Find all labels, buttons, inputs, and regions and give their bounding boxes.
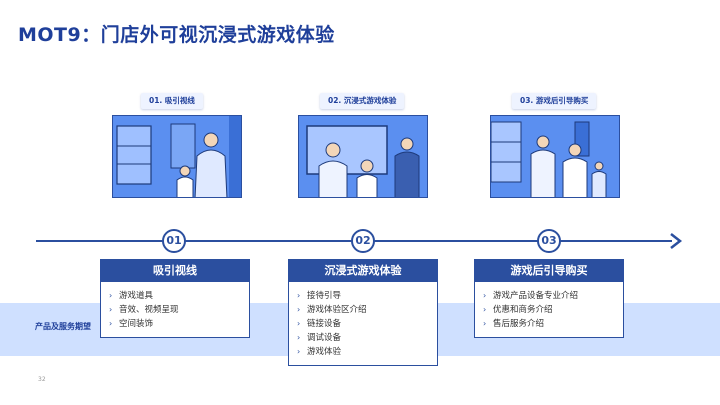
illustration-immersive (298, 115, 428, 198)
page-title: MOT9：门店外可视沉浸式游戏体验 (18, 24, 335, 46)
list-item: ›空间装饰 (109, 319, 154, 329)
illustration-purchase (490, 115, 620, 198)
list-item: ›游戏体验 (297, 347, 342, 357)
list-item: ›游戏体验区介绍 (297, 305, 367, 315)
stage-heading: 沉浸式游戏体验 (289, 260, 437, 282)
chevron-right-icon: › (483, 291, 487, 300)
chevron-right-icon: › (483, 305, 487, 314)
stage-card-2: 沉浸式游戏体验 ›接待引导 ›游戏体验区介绍 ›链接设备 ›调试设备 ›游戏体验 (288, 259, 438, 366)
list-item: ›调试设备 (297, 333, 342, 343)
chevron-right-icon: › (109, 319, 113, 328)
step-number-1: 01 (162, 229, 186, 253)
step-number-3: 03 (537, 229, 561, 253)
list-item: ›售后服务介绍 (483, 319, 545, 329)
list-item: ›游戏道具 (109, 291, 154, 301)
list-item: ›链接设备 (297, 319, 342, 329)
chevron-right-icon: › (297, 319, 301, 328)
stage-tag-1: 01. 吸引视线 (141, 93, 203, 109)
stage-card-3: 游戏后引导购买 ›游戏产品设备专业介绍 ›优惠和商务介绍 ›售后服务介绍 (474, 259, 624, 338)
chevron-right-icon: › (483, 319, 487, 328)
list-item: ›游戏产品设备专业介绍 (483, 291, 579, 301)
page-number: 32 (38, 376, 46, 383)
stage-heading: 吸引视线 (101, 260, 249, 282)
stage-heading: 游戏后引导购买 (475, 260, 623, 282)
stage-card-1: 吸引视线 ›游戏道具 ›音效、视频呈现 ›空间装饰 (100, 259, 250, 338)
chevron-right-icon: › (297, 291, 301, 300)
stage-tag-2: 02. 沉浸式游戏体验 (320, 93, 405, 109)
chevron-right-icon: › (297, 333, 301, 342)
arrow-right-icon (670, 233, 683, 249)
chevron-right-icon: › (297, 305, 301, 314)
chevron-right-icon: › (297, 347, 301, 356)
step-number-2: 02 (351, 229, 375, 253)
chevron-right-icon: › (109, 291, 113, 300)
stage-tag-3: 03. 游戏后引导购买 (512, 93, 597, 109)
list-item: ›接待引导 (297, 291, 342, 301)
band-label: 产品及服务期望 (35, 322, 91, 331)
illustration-attract (112, 115, 242, 198)
chevron-right-icon: › (109, 305, 113, 314)
list-item: ›音效、视频呈现 (109, 305, 179, 315)
list-item: ›优惠和商务介绍 (483, 305, 553, 315)
